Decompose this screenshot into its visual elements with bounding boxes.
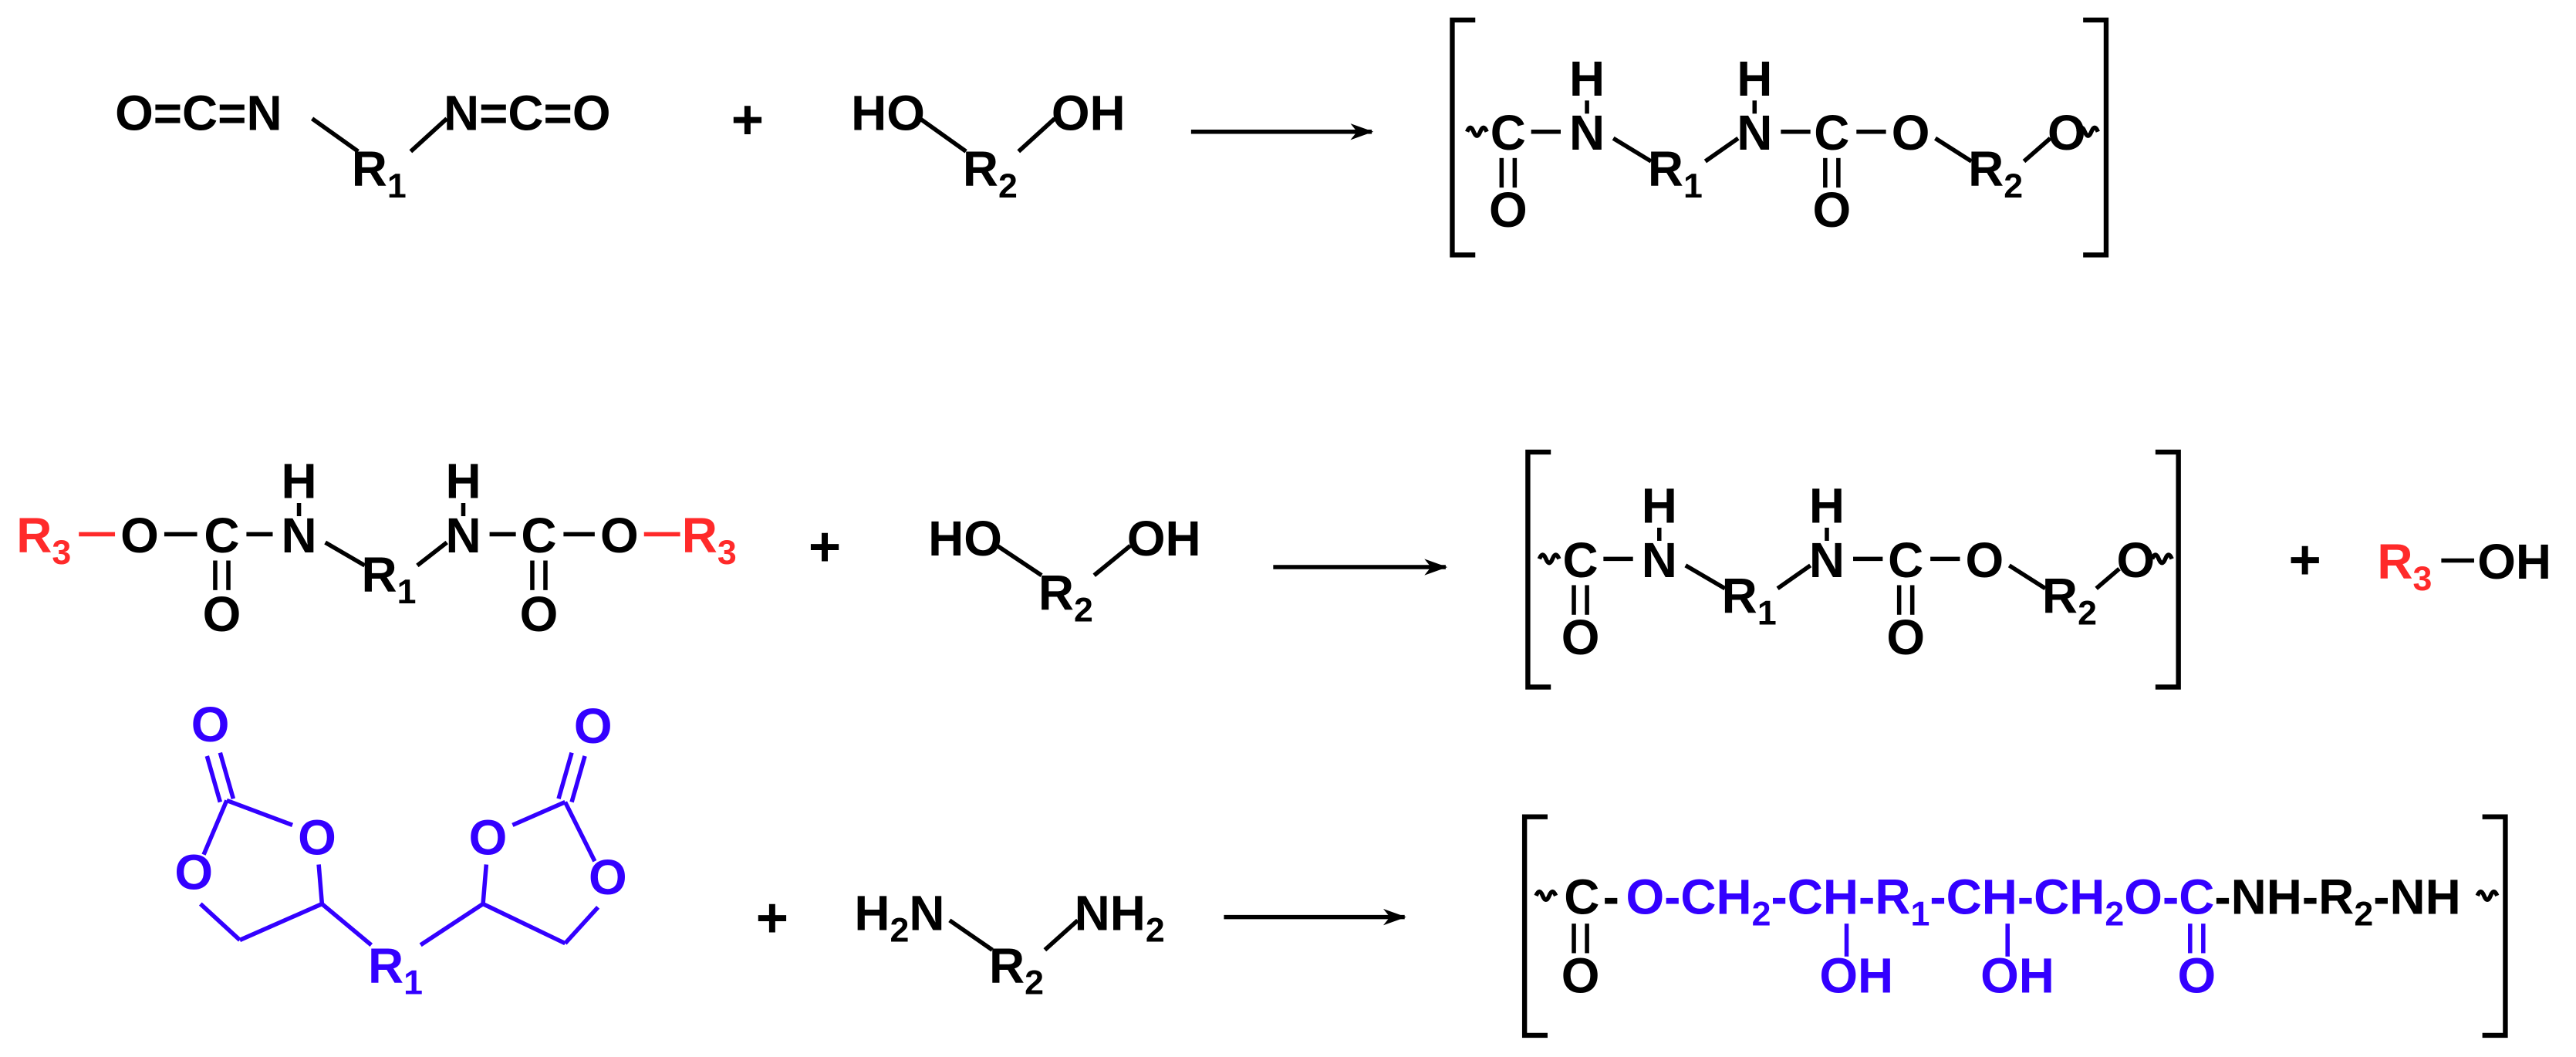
atom: O [1561, 948, 1600, 1004]
r2-label: R2 [989, 938, 1044, 1002]
r3-label: R3 [16, 508, 71, 572]
plus-sign: + [809, 515, 841, 578]
atom: C [1491, 105, 1526, 160]
atom: O [1966, 532, 2004, 588]
hydroxyl: OH [1819, 948, 1893, 1004]
atom: C [204, 508, 239, 563]
bracket-right [2482, 814, 2508, 1038]
r1-label: R1 [1648, 141, 1703, 205]
atom: O [191, 697, 230, 752]
r1-label: R1 [368, 938, 423, 1002]
diisocyanate: O=C=N R1 N=C=O [115, 86, 610, 205]
atom: O [120, 508, 159, 563]
atom: H [1809, 478, 1845, 534]
diamine: H2N R2 NH2 [854, 886, 1164, 1002]
r2-label: R2 [1038, 565, 1093, 629]
polyurethane-product: C O N H R1 N H C O O R2 O [1525, 449, 2181, 690]
hydroxyl: OH [2477, 534, 2551, 589]
polyhydroxyurethane-product: C-O-CH2-CH-R1-CH-CH2O-C-NH-R2-NH O OH OH [1521, 814, 2508, 1038]
diol: HO R2 OH [851, 86, 1126, 205]
r1-label: R1 [1722, 569, 1777, 633]
atom: H [281, 454, 316, 509]
wavy-bond-icon [1534, 889, 1558, 902]
bis-cyclic-carbonate: O O O R1 O O O [174, 697, 626, 1002]
atom: O [1886, 610, 1925, 665]
bracket-right [2083, 17, 2109, 258]
atom: O [2177, 948, 2216, 1004]
r3-label: R3 [682, 508, 737, 572]
atom: O [589, 849, 627, 905]
bracket-right [2155, 449, 2181, 690]
atom: O [1892, 105, 1930, 160]
atom: N [445, 508, 481, 563]
wavy-bond-icon [1537, 552, 1561, 566]
atom: O [600, 508, 639, 563]
amine-right: NH2 [1075, 886, 1165, 950]
atom: O [1813, 182, 1852, 238]
atom: N [1809, 532, 1845, 588]
atom: O [1489, 182, 1528, 238]
isocyanate-left: O=C=N [115, 86, 282, 141]
hydroxyl-right: OH [1127, 511, 1201, 566]
atom: N [1642, 532, 1677, 588]
atom: H [1569, 51, 1605, 106]
bracket-left [1450, 17, 1476, 258]
atom: N [1569, 105, 1605, 160]
scheme-1: O=C=N R1 N=C=O + HO R2 OH C O N H [115, 17, 2109, 258]
r2-label: R2 [963, 141, 1018, 205]
hydroxyl-left: HO [928, 511, 1002, 566]
r1-label: R1 [352, 141, 407, 205]
atom: O [2116, 532, 2155, 588]
wavy-bond-icon [2076, 125, 2100, 138]
wavy-bond-icon [2475, 889, 2500, 902]
isocyanate-right: N=C=O [444, 86, 611, 141]
r1-label: R1 [361, 547, 416, 611]
atom: C [521, 508, 556, 563]
dicarbamate: R3 O C O N H R1 N H C O O R3 [16, 454, 736, 642]
wavy-bond-icon [2150, 552, 2174, 566]
atom: O [298, 810, 336, 866]
atom: O [2048, 105, 2086, 160]
plus-sign: + [731, 88, 764, 150]
atom: C [1562, 532, 1598, 588]
atom: O [574, 698, 613, 754]
atom: N [1737, 105, 1772, 160]
atom: H [1737, 51, 1772, 106]
atom: C [1814, 105, 1849, 160]
hydroxyl-right: OH [1052, 86, 1126, 141]
diol: HO R2 OH [928, 511, 1200, 629]
atom: O [469, 810, 508, 866]
plus-sign: + [756, 886, 788, 949]
atom: H [1642, 478, 1677, 534]
atom: N [281, 508, 316, 563]
hydroxyl-left: HO [851, 86, 925, 141]
atom: O [174, 844, 213, 900]
wavy-bond-icon [1465, 125, 1489, 138]
r2-label: R2 [2042, 569, 2097, 633]
polyurethane-product: C O N H R1 N H C O O R2 O [1450, 17, 2109, 258]
alcohol-byproduct: R3 OH [2377, 534, 2551, 598]
bracket-left [1525, 449, 1551, 690]
atom: O [203, 586, 241, 642]
atom: O [1561, 610, 1600, 665]
bracket-left [1521, 814, 1548, 1038]
scheme-3: O O O R1 O O O + H2N R2 [174, 697, 2508, 1038]
r2-label: R2 [1968, 141, 2023, 205]
hydroxyl: OH [1980, 948, 2054, 1004]
atom: C [1888, 532, 1923, 588]
atom: H [445, 454, 481, 509]
r3-label: R3 [2377, 534, 2432, 598]
polymer-chain: C-O-CH2-CH-R1-CH-CH2O-C-NH-R2-NH [1564, 869, 2460, 933]
scheme-2: R3 O C O N H R1 N H C O O R3 + [16, 449, 2551, 690]
amine-left: H2N [854, 886, 944, 950]
plus-sign: + [2288, 528, 2321, 591]
atom: O [520, 586, 559, 642]
